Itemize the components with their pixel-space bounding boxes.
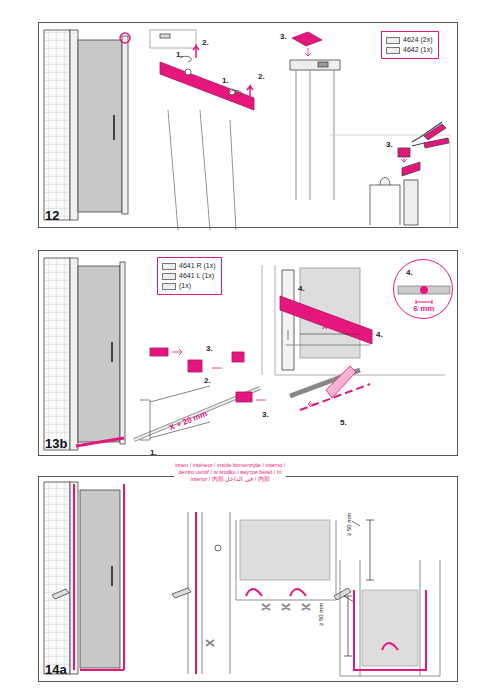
dimension: X	[322, 322, 327, 331]
parts-box: 4641 R (1x)4641 L (1x)(1x)	[157, 257, 222, 295]
dimension: ≥ 50 mm	[346, 513, 352, 536]
step-number: 12	[45, 208, 59, 223]
step-number: 3.	[262, 410, 269, 419]
part-number: 4641 L (1x)	[162, 271, 216, 281]
step-number: 3.	[206, 344, 213, 353]
step-panel: 12 4624 (2x)4642 (1x)	[38, 22, 458, 228]
step-number: 4.	[298, 284, 305, 293]
callout-number: 4.	[406, 268, 413, 277]
step-number: 3.	[280, 32, 287, 41]
step-number: 2.	[204, 376, 211, 385]
dimension: ≥ 50 mm	[318, 603, 324, 626]
step-panel: 13b 4641 R (1x)4641 L (1x)(1x) 4. 6 mm	[38, 250, 458, 456]
parts-box: 4624 (2x)4642 (1x)	[381, 31, 439, 59]
part-number: 4624 (2x)	[386, 35, 433, 45]
dimension: X + 20 mm	[168, 409, 208, 432]
step-number: 14a	[45, 662, 67, 677]
step-number: 4.	[376, 330, 383, 339]
step-number: 1.	[176, 50, 183, 59]
step-number: 2.	[258, 72, 265, 81]
step-number: 5.	[340, 418, 347, 427]
step-panel: 14a	[38, 476, 458, 682]
step-number: 3.	[386, 140, 393, 149]
step-number: 2.	[202, 38, 209, 47]
step-number: 1.	[150, 448, 157, 457]
step-number: 1.	[222, 76, 229, 85]
step-number: 13b	[45, 436, 67, 451]
part-number: 4641 R (1x)	[162, 261, 216, 271]
part-number: 4642 (1x)	[386, 45, 433, 55]
detail-circle: 4. 6 mm	[393, 259, 453, 319]
part-number: (1x)	[162, 281, 216, 291]
dimension: 6 mm	[394, 304, 453, 313]
note-text: innen / intérieur / inside binnenzijde /…	[174, 462, 286, 483]
